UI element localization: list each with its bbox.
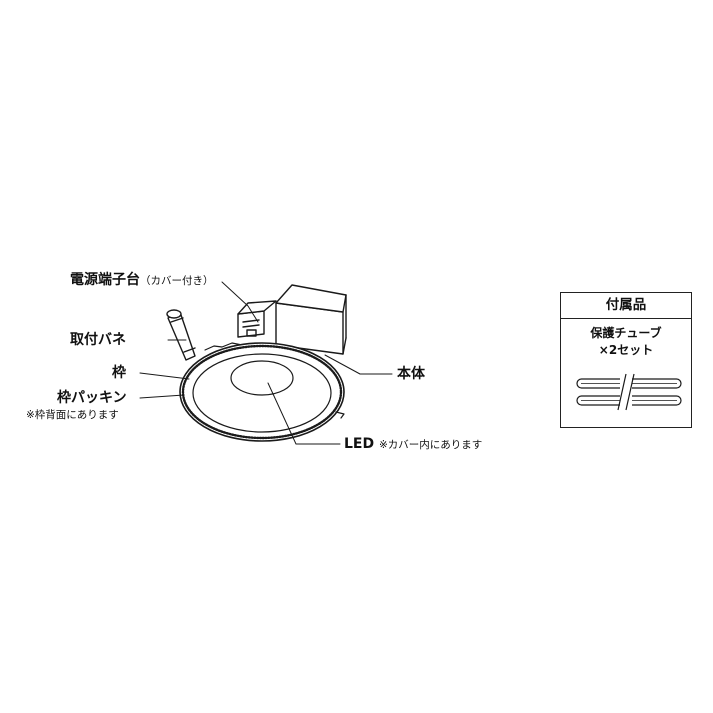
reflector: [192, 353, 332, 433]
terminal-block-note: （カバー付き）: [140, 275, 214, 287]
body-label: 本体: [397, 366, 425, 382]
led-cover: [230, 360, 294, 396]
frame-packing-label: 枠パッキン: [57, 390, 127, 406]
accessories-box: 付属品 保護チューブ ×2セット: [560, 292, 692, 428]
led-note: ※カバー内にあります: [378, 439, 483, 451]
accessory-item-name: 保護チューブ: [590, 326, 662, 340]
body-housing: [275, 284, 347, 355]
accessory-item-quantity: ×2セット: [598, 343, 654, 357]
side-clip: [335, 411, 345, 419]
mounting-spring: [166, 309, 196, 361]
frame-packing-note: ※枠背面にあります: [26, 409, 119, 421]
mounting-spring-label: 取付バネ: [70, 332, 126, 348]
terminal-block: [237, 300, 277, 338]
frame-packing-band: [181, 344, 343, 440]
accessories-title: 付属品: [561, 293, 691, 319]
leader-lines: [139, 281, 393, 445]
terminal-block-label: 電源端子台（カバー付き）: [70, 272, 214, 289]
rim-teeth: [204, 342, 243, 351]
frame-label: 枠: [112, 365, 126, 381]
frame-outer: [179, 342, 345, 442]
led-text: LED: [344, 436, 375, 452]
protective-tubes: [576, 373, 682, 411]
terminal-block-text: 電源端子台: [70, 272, 140, 288]
led-label: LED ※カバー内にあります: [344, 436, 482, 453]
